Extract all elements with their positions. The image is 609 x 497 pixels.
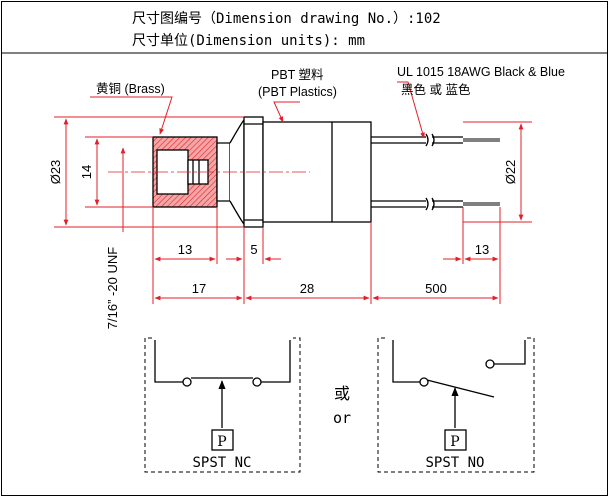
header-units: 尺寸单位(Dimension units): mm: [132, 33, 365, 49]
pbt-label-cn: PBT 塑料: [271, 67, 324, 82]
brass-label: 黄铜 (Brass): [96, 81, 165, 96]
no-label: SPST NO: [425, 455, 484, 471]
thread-spec: 7/16” -20 UNF: [105, 247, 120, 329]
part-drawing: [152, 116, 500, 228]
schematic-no: [377, 337, 535, 473]
wire-label-en: UL 1015 18AWG Black & Blue: [397, 65, 565, 79]
dim-wire-length: 500: [425, 281, 447, 296]
schematic-nc: [144, 337, 301, 473]
wire-label-cn: 黑色 或 蓝色: [401, 82, 471, 97]
wire-bottom: [371, 197, 500, 211]
dimension-lines: [54, 116, 532, 304]
nc-label: SPST NC: [192, 455, 251, 471]
or-cn: 或: [334, 385, 350, 403]
no-actuator: P: [450, 434, 459, 450]
wire-top: [371, 133, 500, 147]
dim-outer-diameter: Ø23: [48, 160, 63, 185]
dim-front-length: 17: [192, 281, 206, 296]
dim-body-diameter: Ø22: [503, 160, 518, 185]
dim-brass-length: 13: [178, 242, 192, 257]
header-title: 尺寸图编号（Dimension drawing No.）:102: [132, 11, 441, 27]
dim-flange: 5: [250, 242, 257, 257]
pbt-label-en: (PBT Plastics): [258, 85, 337, 99]
dim-body-length: 28: [300, 281, 314, 296]
or-en: or: [333, 409, 351, 427]
leaders: [90, 81, 425, 139]
dim-wire-strip: 13: [475, 242, 489, 257]
nc-actuator: P: [217, 434, 226, 450]
dim-inner-diameter: 14: [79, 165, 94, 179]
